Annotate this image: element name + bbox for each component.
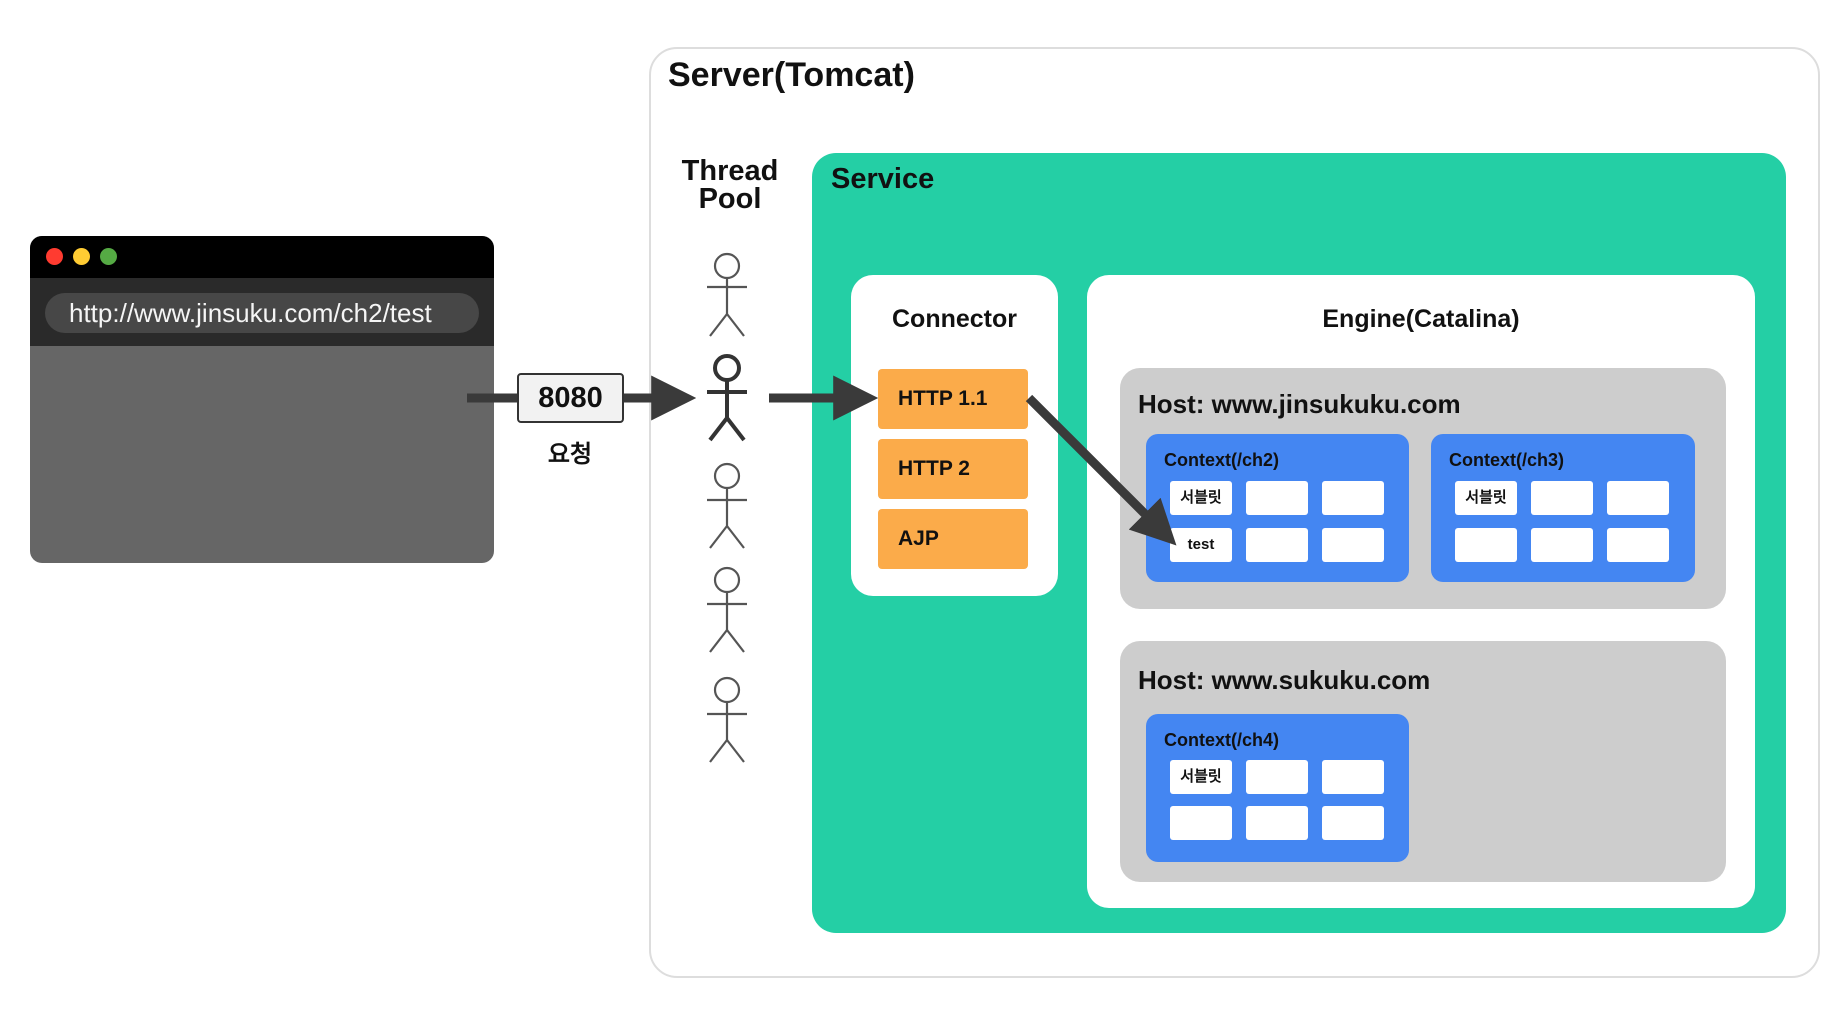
servlet-ch3-5 <box>1531 528 1593 562</box>
close-window-icon[interactable] <box>46 248 63 265</box>
servlet-ch4-6 <box>1322 806 1384 840</box>
servlet-ch3-4 <box>1455 528 1517 562</box>
servlet-ch2-3 <box>1322 481 1384 515</box>
request-caption: 요청 <box>547 441 593 468</box>
thread-pool-title-line1: Thread <box>681 155 779 187</box>
servlet-ch3-1: 서블릿 <box>1455 481 1517 515</box>
thread-pool-title: Thread Pool <box>665 155 795 215</box>
servlet-ch3-3 <box>1607 481 1669 515</box>
servlet-ch3-2 <box>1531 481 1593 515</box>
browser-window: http://www.jinsuku.com/ch2/test <box>30 236 494 563</box>
servlet-ch2-2 <box>1246 481 1308 515</box>
servlet-ch4-5 <box>1246 806 1308 840</box>
context-ch4-title: Context(/ch4) <box>1164 730 1280 750</box>
servlet-ch4-1: 서블릿 <box>1170 760 1232 794</box>
protocol-http11: HTTP 1.1 <box>878 369 1028 429</box>
host-sukuku-title: Host: www.sukuku.com <box>1138 665 1431 695</box>
context-ch2-title: Context(/ch2) <box>1164 450 1280 470</box>
servlet-ch4-2 <box>1246 760 1308 794</box>
servlet-ch4-3 <box>1322 760 1384 794</box>
browser-urlbar: http://www.jinsuku.com/ch2/test <box>30 278 494 346</box>
address-bar[interactable]: http://www.jinsuku.com/ch2/test <box>45 293 479 333</box>
thread-pool-title-line2: Pool <box>698 183 762 215</box>
engine-title: Engine(Catalina) <box>1322 305 1520 333</box>
protocol-ajp: AJP <box>878 509 1028 569</box>
service-title: Service <box>831 163 935 195</box>
server-title: Server(Tomcat) <box>668 56 915 94</box>
minimize-window-icon[interactable] <box>73 248 90 265</box>
servlet-ch4-4 <box>1170 806 1232 840</box>
host-jinsukuku-title: Host: www.jinsukuku.com <box>1138 389 1461 419</box>
servlet-ch2-6 <box>1322 528 1384 562</box>
browser-titlebar <box>30 236 494 278</box>
context-ch3-title: Context(/ch3) <box>1449 450 1565 470</box>
servlet-ch2-test: test <box>1170 528 1232 562</box>
servlet-ch2-1: 서블릿 <box>1170 481 1232 515</box>
servlet-ch2-5 <box>1246 528 1308 562</box>
connector-title: Connector <box>892 305 1017 333</box>
servlet-ch3-6 <box>1607 528 1669 562</box>
maximize-window-icon[interactable] <box>100 248 117 265</box>
port-box: 8080 <box>517 373 624 423</box>
protocol-http2: HTTP 2 <box>878 439 1028 499</box>
